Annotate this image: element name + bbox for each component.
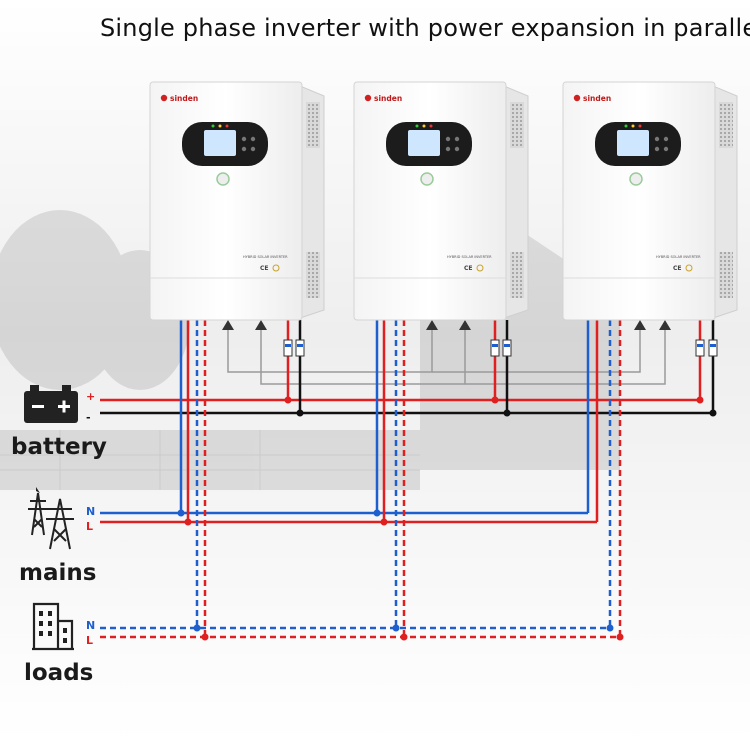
power-tower-icon (28, 487, 74, 550)
mains-line-label: L (86, 520, 94, 533)
mains-neutral-label: N (86, 505, 96, 518)
ce-mark: CE (464, 265, 473, 272)
battery-positive-label: + (86, 390, 96, 403)
model-label: HYBRID SOLAR INVERTER (447, 255, 492, 259)
loads-neutral-label: N (86, 619, 96, 632)
lcd-screen (617, 130, 649, 156)
panel-button[interactable] (250, 146, 256, 152)
ce-mark: CE (673, 265, 682, 272)
brand-logo-icon (160, 94, 168, 102)
building-icon (32, 602, 74, 651)
battery-breakers (283, 339, 718, 357)
power-switch[interactable] (216, 172, 230, 186)
panel-button[interactable] (250, 136, 256, 142)
model-label: HYBRID SOLAR INVERTER (243, 255, 288, 259)
panel-button[interactable] (654, 136, 660, 142)
panel-button[interactable] (445, 146, 451, 152)
lcd-screen (204, 130, 236, 156)
brand-logo-icon (573, 94, 581, 102)
brand-name: sinden (374, 94, 402, 103)
loads-junctions (193, 624, 624, 641)
brand-name: sinden (170, 94, 198, 103)
diagram-title: Single phase inverter with power expansi… (100, 14, 750, 42)
loads-label: loads (24, 660, 94, 686)
panel-button[interactable] (663, 146, 669, 152)
brand-name: sinden (583, 94, 611, 103)
panel-button[interactable] (663, 136, 669, 142)
ce-mark: CE (260, 265, 269, 272)
mains-label: mains (19, 560, 97, 586)
panel-button[interactable] (654, 146, 660, 152)
loads-line-label: L (86, 634, 94, 647)
power-switch[interactable] (629, 172, 643, 186)
loads-bus (100, 320, 622, 639)
panel-button[interactable] (454, 146, 460, 152)
panel-button[interactable] (454, 136, 460, 142)
model-label: HYBRID SOLAR INVERTER (656, 255, 701, 259)
comm-port-arrows (222, 320, 671, 330)
parallel-comm-cables (227, 330, 666, 385)
brand-logo-icon (364, 94, 372, 102)
battery-icon (24, 385, 78, 423)
mains-bus (100, 320, 599, 526)
battery-label: battery (11, 434, 107, 460)
panel-button[interactable] (445, 136, 451, 142)
panel-button[interactable] (241, 146, 247, 152)
lcd-screen (408, 130, 440, 156)
power-switch[interactable] (420, 172, 434, 186)
panel-button[interactable] (241, 136, 247, 142)
battery-negative-label: - (86, 411, 91, 424)
